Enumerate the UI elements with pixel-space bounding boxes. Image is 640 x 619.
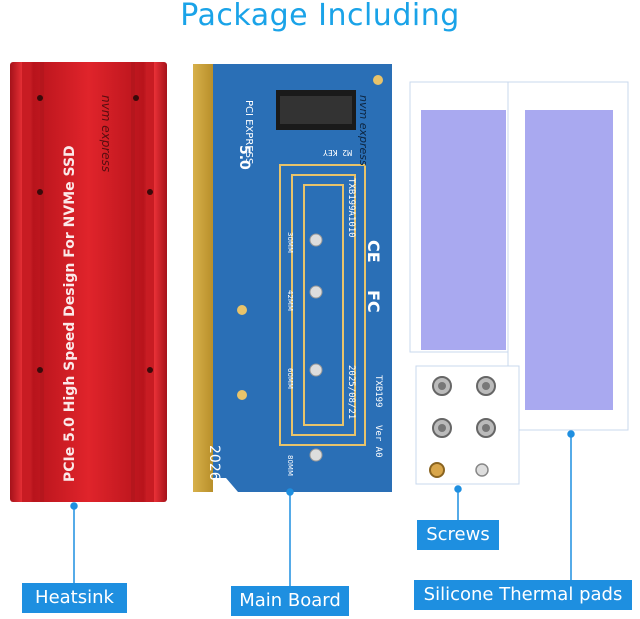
board-pci: PCI EXPRESS: [243, 100, 254, 164]
thermal-pads-image: [409, 81, 629, 431]
board-logo: nvm express: [357, 95, 370, 166]
board-code: TXB199: [373, 375, 383, 408]
board-pci-version: 5.0: [236, 145, 252, 170]
board-size-60: 60MM: [286, 368, 294, 389]
screws-image: [415, 365, 520, 485]
board-fc: FC: [364, 290, 383, 313]
board-year: 2026: [206, 445, 222, 481]
heatsink-text: PCIe 5.0 High Speed Design For NVMe SSD: [62, 145, 78, 482]
pointer-lines: [70, 430, 575, 586]
board-size-80: 80MM: [286, 455, 294, 476]
heatsink-logo: nvm express: [99, 95, 113, 172]
heatsink-label: Heatsink: [22, 583, 127, 613]
board-size-42: 42MM: [286, 290, 294, 311]
board-version: Ver A0: [373, 425, 383, 458]
board-size-30: 30MM: [286, 232, 294, 253]
thermal-pads-label: Silicone Thermal pads: [414, 580, 632, 610]
page-title: Package Including: [180, 0, 460, 33]
main-board-image: [193, 64, 392, 492]
board-model: TXB199A1010: [346, 178, 356, 238]
board-date: 2025/08/21: [346, 365, 356, 419]
heatsink-image: [10, 62, 167, 502]
board-ce: CE: [364, 240, 383, 263]
screws-label: Screws: [417, 520, 499, 550]
board-slot: M2 KEY: [323, 148, 352, 157]
main-board-label: Main Board: [231, 586, 349, 616]
